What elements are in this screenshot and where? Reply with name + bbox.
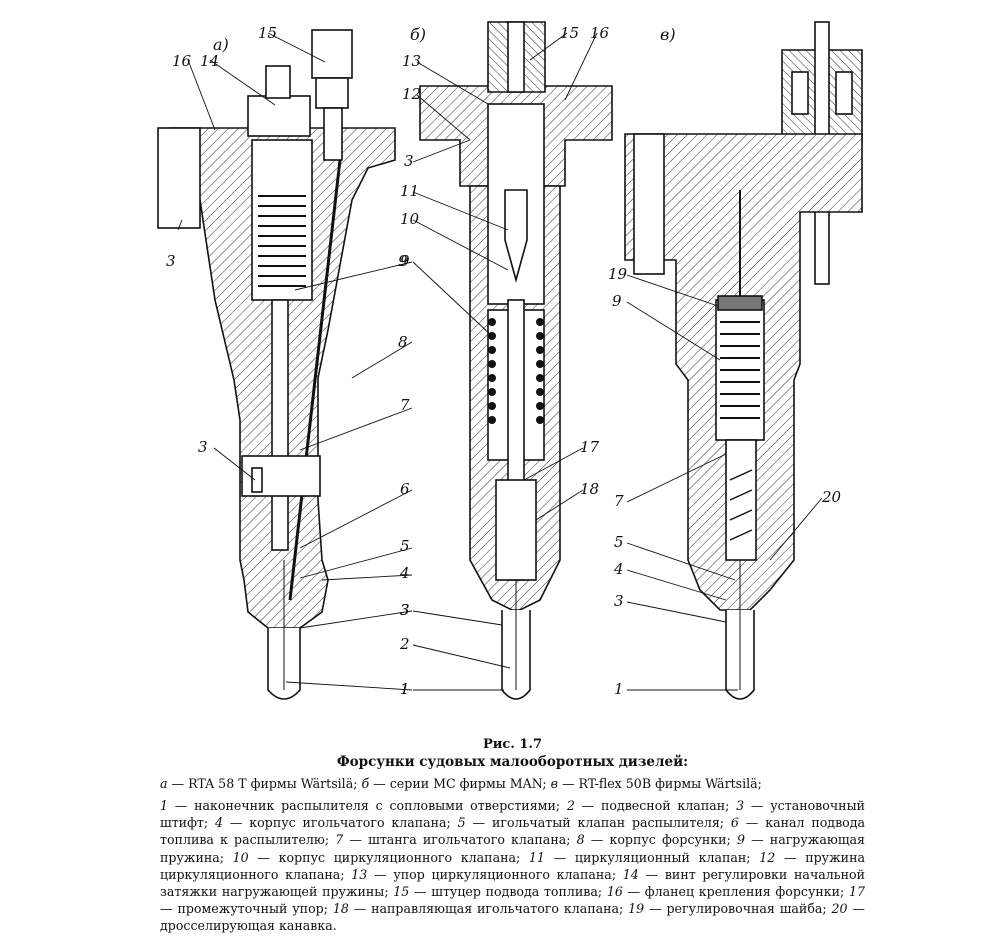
callout-a-14: 14 xyxy=(200,52,219,70)
legend-number: 7 xyxy=(335,832,344,848)
injector-c xyxy=(624,21,863,700)
legend-text: — наконечник распылителя с сопловыми отв… xyxy=(168,798,567,813)
variant-list: а — RTA 58 T фирмы Wärtsilä; б — серии M… xyxy=(160,775,865,793)
legend-text: — подвесной клапан; xyxy=(574,798,737,813)
legend-list: 1 — наконечник распылителя с сопловыми о… xyxy=(160,797,865,935)
legend-text: — корпус форсунки; xyxy=(584,832,737,848)
legend-text: — канал подвода топлива к распылителю; xyxy=(160,815,865,848)
figure-title: Форсунки судовых малооборотных дизелей: xyxy=(336,754,689,770)
injector-a xyxy=(157,29,396,700)
callout-b-10: 10 xyxy=(400,210,420,228)
legend-number: 14 xyxy=(622,866,639,882)
leader-lines xyxy=(177,32,823,691)
variant-text: — RT-flex 50B фирмы Wärtsilä; xyxy=(557,776,762,791)
legend-number: 10 xyxy=(232,849,249,865)
callout-b-1: 1 xyxy=(400,680,410,698)
legend-number: 9 xyxy=(736,832,745,848)
legend-text: — циркуляционный клапан; xyxy=(544,849,760,865)
callout-a-16: 16 xyxy=(172,52,192,70)
callout-b-3-low: 3 xyxy=(400,601,410,619)
variant-key: б xyxy=(361,776,370,791)
legend-text: — винт регулировки начальной затяжки наг… xyxy=(160,866,866,900)
callout-c-1: 1 xyxy=(614,680,624,698)
callout-b-11: 11 xyxy=(400,182,419,200)
callout-b-18: 18 xyxy=(580,480,599,498)
callout-b-9: 9 xyxy=(400,252,410,270)
callout-a-8: 8 xyxy=(398,333,408,351)
callout-c-9: 9 xyxy=(612,292,622,310)
subfigure-label-a: а) xyxy=(213,35,229,54)
variant-key: в xyxy=(550,776,558,791)
legend-number: 5 xyxy=(457,815,466,831)
legend-text: — пружина циркуляционного клапана; xyxy=(160,849,865,882)
legend-text: — дросселирующая канавка. xyxy=(160,901,865,934)
callout-a-5: 5 xyxy=(400,537,410,555)
variant-text: — RTA 58 T фирмы Wärtsilä; xyxy=(167,776,362,791)
legend-number: 16 xyxy=(606,884,623,900)
legend-text: — корпус игольчатого клапана; xyxy=(223,815,458,831)
variant-key: а xyxy=(160,776,168,791)
legend-number: 12 xyxy=(759,849,776,865)
legend-text: — штуцер подвода топлива; xyxy=(409,884,607,900)
callout-b-3-top: 3 xyxy=(404,152,414,170)
callout-c-20: 20 xyxy=(821,488,842,506)
callout-c-7: 7 xyxy=(614,492,624,510)
injector-diagram: а) б) в) 16 14 15 3 9 8 7 3 6 5 4 3 1 15… xyxy=(157,21,863,700)
legend-number: 4 xyxy=(215,815,224,831)
legend-text: — промежуточный упор; xyxy=(160,901,333,917)
legend-number: 17 xyxy=(848,884,865,900)
legend-text: — упор циркуляционного клапана; xyxy=(367,866,623,882)
legend-text: — фланец крепления форсунки; xyxy=(622,884,849,900)
legend-number: 2 xyxy=(566,798,575,813)
legend-text: — регулировочная шайба; xyxy=(644,901,832,917)
figure-number: Рис. 1.7 xyxy=(482,737,542,752)
callout-a-9: 9 xyxy=(398,252,408,270)
legend-text: — установочный штифт; xyxy=(160,798,865,831)
callout-b-17: 17 xyxy=(580,438,600,456)
legend-text: — корпус циркуляционного клапана; xyxy=(248,849,529,865)
callout-a-7: 7 xyxy=(400,396,410,414)
callout-a-3-low: 3 xyxy=(400,601,410,619)
callout-b-13: 13 xyxy=(402,52,421,70)
legend-text: — нагружающая пружина; xyxy=(160,832,865,865)
legend-text: — направляющая игольчатого клапана; xyxy=(348,901,629,917)
subfigure-label-b: б) xyxy=(410,25,426,44)
legend-number: 13 xyxy=(351,866,368,882)
legend-text: — штанга игольчатого клапана; xyxy=(343,832,577,848)
legend-number: 15 xyxy=(393,884,410,900)
callout-a-3-mid: 3 xyxy=(198,438,208,456)
legend-text: — игольчатый клапан распылителя; xyxy=(465,815,731,831)
legend-number: 20 xyxy=(831,901,848,917)
subfigure-label-c: в) xyxy=(660,25,676,44)
callout-a-15: 15 xyxy=(258,24,277,42)
legend-number: 1 xyxy=(160,798,169,813)
callout-b-12: 12 xyxy=(402,85,421,103)
callout-c-3: 3 xyxy=(614,592,624,610)
callout-b-16: 16 xyxy=(590,24,610,42)
callout-a-4: 4 xyxy=(399,564,410,582)
legend-number: 18 xyxy=(332,901,349,917)
legend-number: 3 xyxy=(736,798,745,813)
callout-c-4: 4 xyxy=(613,560,624,578)
legend-number: 8 xyxy=(576,832,585,848)
figure-caption: Рис. 1.7 Форсунки судовых малооборотных … xyxy=(160,737,865,935)
callout-c-19: 19 xyxy=(608,265,628,283)
callout-b-15: 15 xyxy=(560,24,579,42)
callout-b-2: 2 xyxy=(399,635,410,653)
legend-number: 11 xyxy=(528,849,545,865)
callout-a-3-top: 3 xyxy=(166,252,176,270)
injector-b xyxy=(419,21,613,700)
callout-c-5: 5 xyxy=(614,533,624,551)
callout-a-6: 6 xyxy=(400,480,410,498)
variant-text: — серии MC фирмы MAN; xyxy=(369,776,551,791)
callout-a-1: 1 xyxy=(400,680,410,698)
legend-number: 19 xyxy=(628,901,645,917)
legend-number: 6 xyxy=(730,815,739,831)
